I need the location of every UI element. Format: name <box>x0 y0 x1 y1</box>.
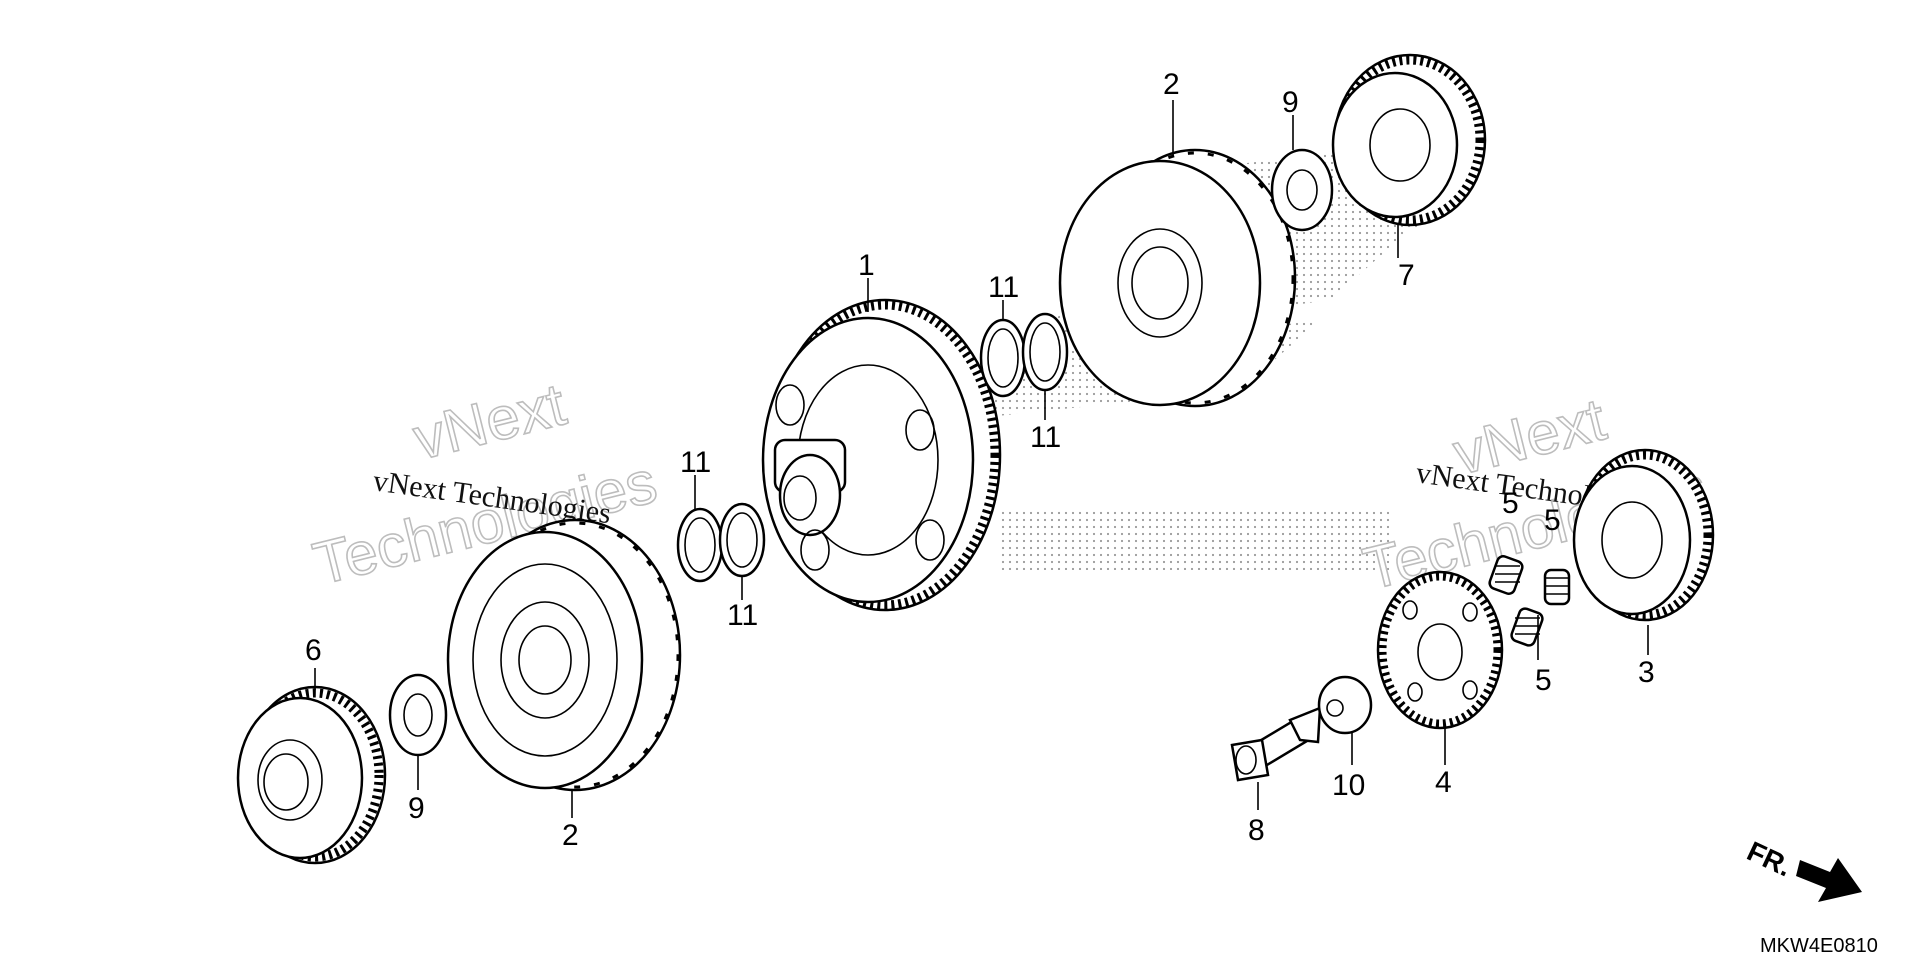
front-direction-label: FR. <box>1742 835 1796 882</box>
callout-2-bottom: 2 <box>562 819 579 852</box>
watermark-left-big-1: vNext <box>407 370 572 472</box>
callout-5-b: 5 <box>1544 504 1561 537</box>
part-3-gear <box>1572 448 1715 622</box>
callout-11-b: 11 <box>1030 421 1061 454</box>
callout-11-c: 11 <box>680 446 711 479</box>
callout-5-c: 5 <box>1535 664 1552 697</box>
callout-8: 8 <box>1248 814 1265 847</box>
callout-7: 7 <box>1398 259 1415 292</box>
part-11-rings-upper <box>979 312 1069 398</box>
callout-6: 6 <box>305 634 322 667</box>
part-2-clutch-housing-lower <box>446 518 682 792</box>
part-1-primary-gear <box>761 298 1002 612</box>
callout-1: 1 <box>858 249 875 282</box>
callout-4: 4 <box>1435 766 1452 799</box>
part-7-gear <box>1331 53 1487 227</box>
leader-lines <box>314 100 1649 818</box>
callout-11-d: 11 <box>727 599 758 632</box>
part-11-rings-lower <box>676 502 766 583</box>
callouts: 1 2 2 3 4 5 5 5 6 7 8 9 9 10 11 11 11 11 <box>305 68 1655 852</box>
callout-5-a: 5 <box>1502 487 1519 520</box>
part-6-gear <box>236 685 387 865</box>
callout-3: 3 <box>1638 656 1655 689</box>
part-9-washer-upper <box>1270 148 1334 232</box>
diagram-code: MKW4E0810 <box>1760 935 1878 957</box>
part-10-washer <box>1317 675 1373 735</box>
front-direction-indicator: FR. <box>1742 835 1862 902</box>
callout-9-bottom: 9 <box>408 792 425 825</box>
part-8-bolt <box>1230 706 1322 782</box>
callout-2-top: 2 <box>1163 68 1180 101</box>
callout-9-top: 9 <box>1282 86 1299 119</box>
part-2-clutch-housing-upper <box>1058 148 1297 408</box>
part-9-washer-lower <box>388 673 448 757</box>
callout-11-a: 11 <box>988 271 1019 304</box>
front-arrow-icon <box>1796 858 1862 902</box>
part-5-springs <box>1488 555 1571 647</box>
part-4-gear-plate <box>1376 570 1504 730</box>
callout-10: 10 <box>1332 769 1365 802</box>
